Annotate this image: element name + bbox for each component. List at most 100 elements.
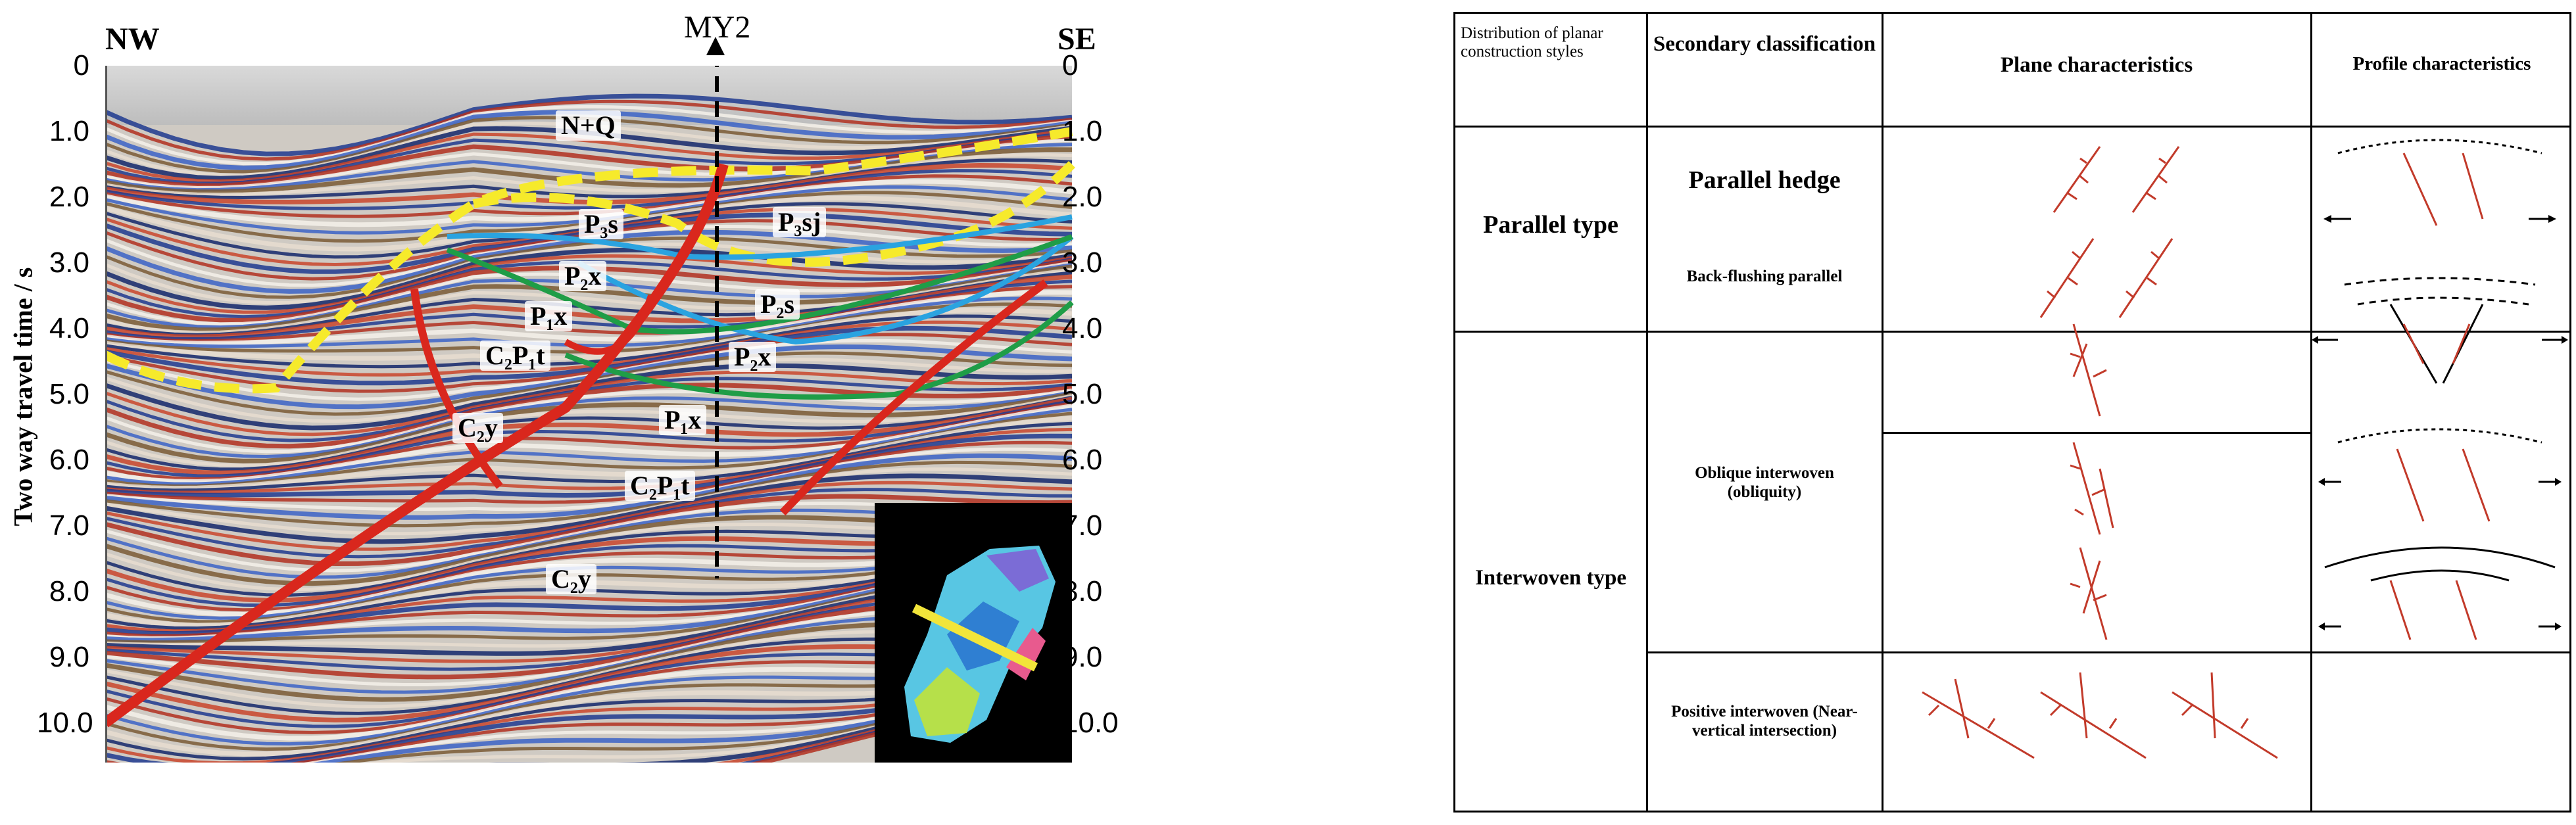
seismic-reflector <box>105 415 1072 491</box>
right-tick: 5.0 <box>1062 378 1103 410</box>
profile-parallel-hedge <box>2323 139 2556 226</box>
nw-label: NW <box>105 22 160 57</box>
col-divider <box>1882 14 1883 811</box>
header-distribution: Distribution of planar construction styl… <box>1461 24 1603 60</box>
left-tick: 7.0 <box>49 509 89 542</box>
right-tick: 1.0 <box>1062 115 1103 147</box>
fault-main <box>105 162 729 728</box>
layer-label: C₂P₁t <box>480 341 550 371</box>
profile-back-flushing <box>2312 277 2568 384</box>
group-parallel-type: Parallel type <box>1483 211 1618 239</box>
left-tick: 8.0 <box>49 575 89 607</box>
seismic-reflector <box>105 460 1072 528</box>
seismic-reflector <box>105 325 1072 386</box>
seismic-reflector <box>105 396 1072 475</box>
seismic-reflector <box>105 399 1072 478</box>
seismic-reflector <box>105 421 1072 492</box>
well-arrow-icon <box>706 37 725 55</box>
layer-label: C₂y <box>452 413 503 443</box>
left-tick: 6.0 <box>49 444 89 476</box>
seismic-reflector <box>105 404 1072 484</box>
layer-label: P₁x <box>525 301 573 331</box>
group-divider <box>1455 331 2569 333</box>
sub-back-flushing-parallel: Back-flushing parallel <box>1686 268 1843 285</box>
horizon-green-upper <box>446 234 1073 335</box>
layer-label: P₂s <box>755 289 800 319</box>
seismic-reflector <box>105 296 1072 348</box>
seismic-reflector <box>105 481 1072 551</box>
seismic-reflector <box>105 158 1072 200</box>
se-label: SE <box>1057 22 1096 57</box>
header-secondary: Secondary classification <box>1653 32 1876 56</box>
header-divider <box>1455 126 2569 128</box>
right-tick: 8.0 <box>1062 575 1103 607</box>
layer-label: P₂x <box>729 342 777 372</box>
seismic-reflector <box>105 93 1072 156</box>
sketch-oblique-3 <box>2070 547 2108 640</box>
fault-secondary <box>410 289 503 489</box>
left-axis-line <box>105 66 107 763</box>
plane-sketches <box>1922 146 2278 759</box>
header-plane: Plane characteristics <box>2000 53 2193 77</box>
classification-table: Distribution of planar construction styl… <box>1453 12 2571 813</box>
layer-label: P₃s <box>579 209 623 239</box>
left-tick: 0 <box>73 49 89 82</box>
seismic-reflector <box>105 247 1072 310</box>
right-tick: 2.0 <box>1062 181 1103 213</box>
inset-3d-map <box>875 503 1072 763</box>
seismic-reflector <box>105 268 1072 335</box>
seismic-reflector <box>105 274 1072 339</box>
right-tick: 3.0 <box>1062 247 1103 279</box>
seismic-reflector <box>105 453 1072 520</box>
seismic-section-figure: NW SE MY2 Two way travel time / s 0 1.0 … <box>0 0 1119 825</box>
seismic-reflector <box>105 153 1072 197</box>
left-tick: 2.0 <box>49 181 89 213</box>
seismic-reflector <box>105 128 1072 183</box>
sketch-oblique-1 <box>2070 323 2107 417</box>
left-tick: 5.0 <box>49 378 89 410</box>
profile-oblique-2 <box>2318 546 2562 640</box>
sketch-parallel-hedge <box>2053 146 2180 213</box>
seismic-reflector <box>105 394 1072 467</box>
seismic-reflector <box>105 408 1072 486</box>
seismic-reflector <box>105 99 1072 161</box>
left-tick: 10.0 <box>37 707 93 739</box>
seismic-reflector <box>105 494 1072 567</box>
sub-positive-interwoven: Positive interwoven (Near-vertical inter… <box>1671 703 1858 740</box>
header-profile: Profile characteristics <box>2352 53 2531 74</box>
seismic-reflector <box>105 308 1072 361</box>
seismic-reflector <box>105 440 1072 504</box>
sketch-positive-interwoven <box>1922 672 2278 759</box>
seismic-reflector <box>105 254 1072 314</box>
layer-label: C₂y <box>546 564 596 594</box>
seismic-reflector <box>105 242 1072 305</box>
horizon-green-lower <box>564 300 1074 400</box>
right-tick: 4.0 <box>1062 312 1103 344</box>
right-tick: 10.0 <box>1062 707 1119 739</box>
seismic-reflector <box>105 105 1072 166</box>
right-tick: 7.0 <box>1062 509 1103 542</box>
layer-label: N+Q <box>556 110 621 141</box>
horizon-blue-upper <box>447 214 1073 260</box>
fault-minor <box>564 295 654 355</box>
seismic-reflector <box>105 433 1072 498</box>
seismic-reflector <box>105 279 1072 341</box>
right-tick: 9.0 <box>1062 641 1103 673</box>
layer-label: P₁x <box>659 405 707 435</box>
sub-oblique-interwoven: Oblique interwoven (obliquity) <box>1695 464 1834 501</box>
seismic-reflector <box>105 467 1072 536</box>
layer-label: C₂P₁t <box>625 471 695 501</box>
plane-row-divider <box>1882 432 2310 434</box>
seismic-image <box>105 66 1075 763</box>
seismic-reflector <box>105 389 1072 454</box>
seismic-reflector <box>105 392 1072 463</box>
col-divider <box>1646 14 1648 811</box>
right-tick: 0 <box>1062 49 1079 82</box>
seismic-reflector <box>105 447 1072 511</box>
seismic-reflector <box>105 395 1072 471</box>
left-tick: 3.0 <box>49 247 89 279</box>
seismic-reflector <box>105 427 1072 494</box>
profile-sketches <box>2312 139 2568 640</box>
layer-label: P₃sj <box>773 207 827 237</box>
seismic-reflector <box>105 169 1072 210</box>
